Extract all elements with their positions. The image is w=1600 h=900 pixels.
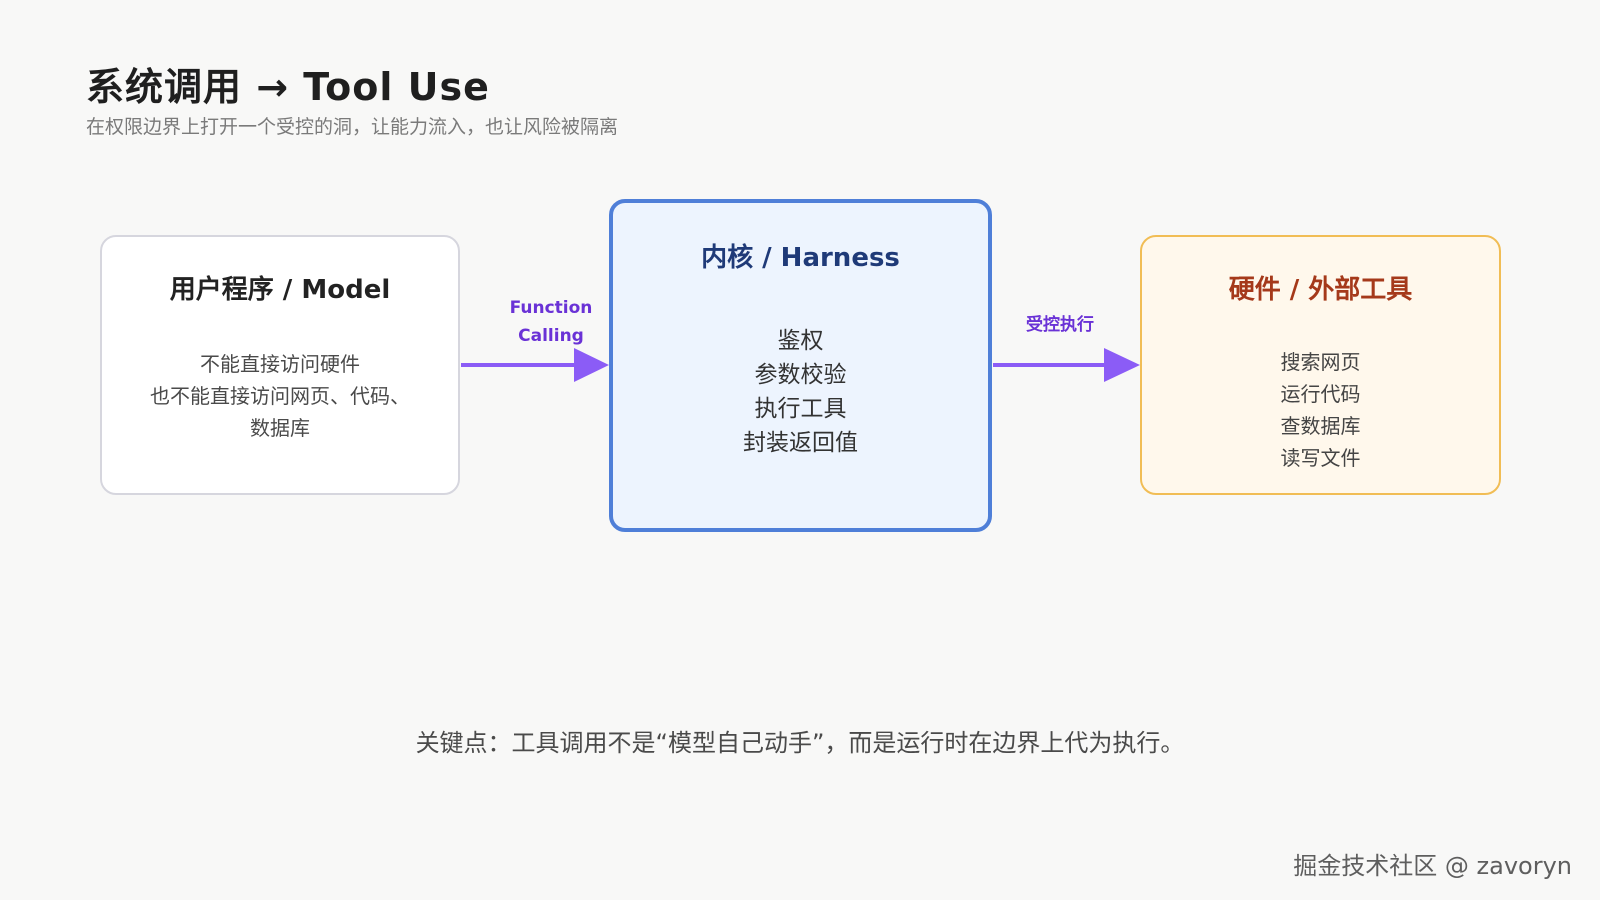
function-calling-label: Function Calling bbox=[509, 298, 593, 346]
tools-node-line: 查数据库 bbox=[1280, 414, 1361, 438]
model-node-line: 不能直接访问硬件 bbox=[200, 352, 360, 376]
page-title: 系统调用 → Tool Use bbox=[86, 65, 490, 109]
harness-node-line: 执行工具 bbox=[754, 396, 847, 422]
harness-node-title: 内核 / Harness bbox=[701, 243, 900, 273]
model-node: 用户程序 / Model 不能直接访问硬件 也不能直接访问网页、代码、数据库 bbox=[100, 235, 460, 495]
model-node-title: 用户程序 / Model bbox=[169, 275, 391, 305]
tools-node-line: 运行代码 bbox=[1280, 382, 1361, 406]
harness-node-line: 参数校验 bbox=[754, 362, 847, 388]
controlled-execution-label: 受控执行 bbox=[1026, 315, 1094, 335]
harness-node-line: 鉴权 bbox=[777, 328, 824, 354]
tools-node-title: 硬件 / 外部工具 bbox=[1228, 275, 1413, 305]
arrow-function-calling bbox=[461, 348, 609, 382]
page-subtitle: 在权限边界上打开一个受控的洞，让能力流入，也让风险被隔离 bbox=[86, 116, 619, 138]
tools-node: 硬件 / 外部工具 搜索网页 运行代码 查数据库 读写文件 bbox=[1140, 235, 1501, 495]
harness-node-line: 封装返回值 bbox=[743, 430, 858, 456]
harness-node: 内核 / Harness 鉴权 参数校验 执行工具 封装返回值 bbox=[609, 199, 992, 532]
key-point-text: 关键点：工具调用不是“模型自己动手”，而是运行时在边界上代为执行。 bbox=[415, 729, 1185, 757]
watermark: 掘金技术社区 @ zavoryn bbox=[1293, 852, 1572, 880]
arrow-controlled-execution bbox=[993, 348, 1140, 382]
tools-node-line: 读写文件 bbox=[1280, 446, 1361, 470]
tools-node-line: 搜索网页 bbox=[1280, 350, 1361, 374]
model-node-line: 也不能直接访问网页、代码、数据库 bbox=[150, 384, 410, 440]
